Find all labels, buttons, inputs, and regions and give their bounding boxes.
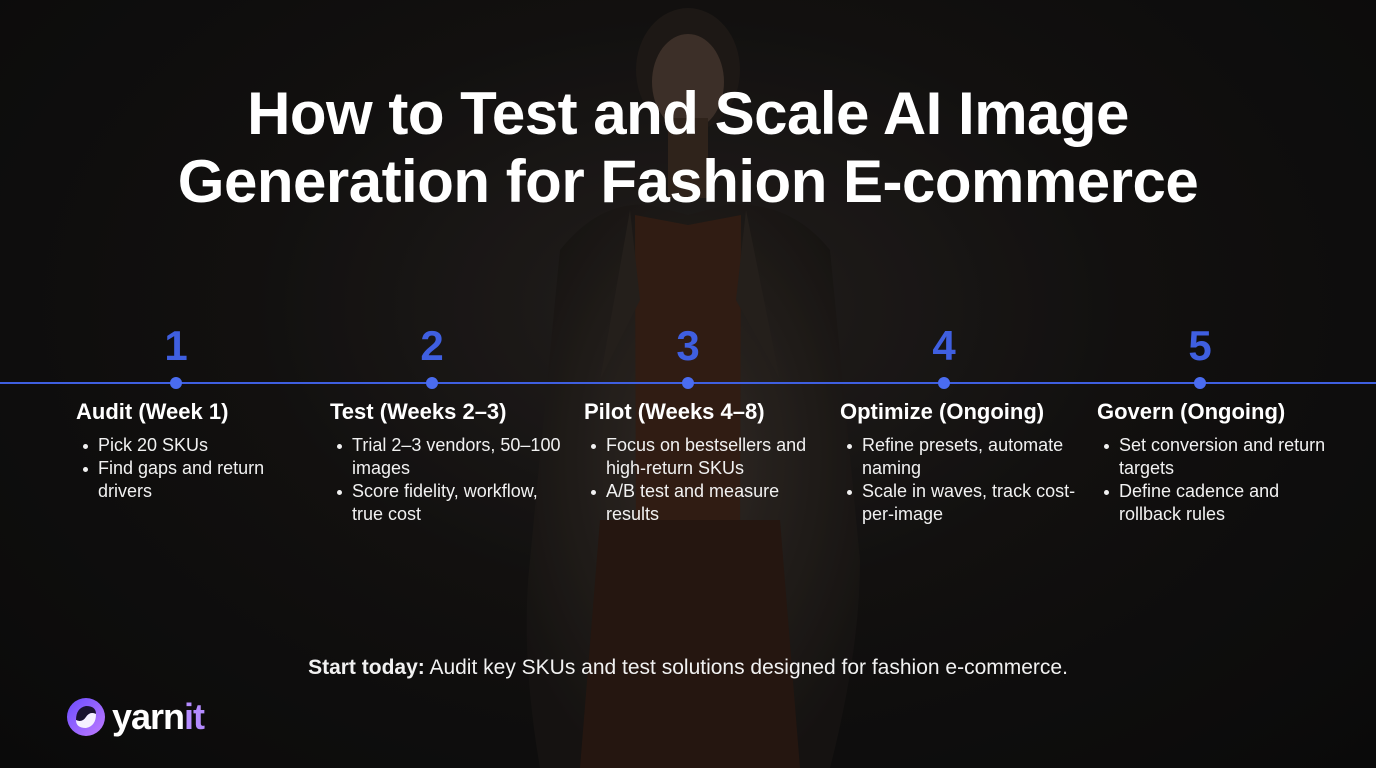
logo-text-main: yarn — [112, 696, 185, 737]
list-item: A/B test and measure results — [584, 480, 824, 526]
list-item: Trial 2–3 vendors, 50–100 images — [330, 434, 570, 480]
step-title: Test (Weeks 2–3) — [330, 399, 507, 424]
timeline-dot — [1194, 377, 1206, 389]
step-list: Pick 20 SKUs Find gaps and return driver… — [76, 434, 316, 503]
list-item: Score fidelity, workflow, true cost — [330, 480, 570, 526]
timeline-dot — [938, 377, 950, 389]
step-number: 2 — [420, 322, 444, 369]
call-to-action: Start today: Audit key SKUs and test sol… — [0, 654, 1376, 682]
page-title-line-1: How to Test and Scale AI Image — [247, 80, 1129, 147]
step-title: Audit (Week 1) — [76, 399, 229, 424]
brand-logo: yarnit — [66, 696, 205, 738]
list-item: Set conversion and return targets — [1097, 434, 1337, 480]
timeline-dot — [682, 377, 694, 389]
list-item: Find gaps and return drivers — [76, 457, 316, 503]
step-title: Pilot (Weeks 4–8) — [584, 399, 765, 424]
yarnit-swirl-icon — [67, 698, 105, 736]
list-item: Refine presets, automate naming — [840, 434, 1080, 480]
step-list: Refine presets, automate naming Scale in… — [840, 434, 1080, 526]
step-number: 1 — [164, 322, 188, 369]
step-title: Govern (Ongoing) — [1097, 399, 1286, 424]
list-item: Define cadence and rollback rules — [1097, 480, 1337, 526]
page-title: How to Test and Scale AI Image Generatio… — [0, 80, 1376, 216]
step-number: 3 — [676, 322, 700, 369]
logo-text-accent: it — [184, 696, 205, 737]
cta-text: Audit key SKUs and test solutions design… — [429, 656, 1068, 679]
cta-lead: Start today: — [308, 656, 425, 679]
timeline-dot — [426, 377, 438, 389]
step-title: Optimize (Ongoing) — [840, 399, 1045, 424]
page-title-line-2: Generation for Fashion E-commerce — [177, 148, 1199, 215]
step-number: 4 — [932, 322, 956, 369]
list-item: Scale in waves, track cost-per-image — [840, 480, 1080, 526]
step-number: 5 — [1188, 322, 1212, 369]
list-item: Focus on bestsellers and high-return SKU… — [584, 434, 824, 480]
timeline-dot — [170, 377, 182, 389]
list-item: Pick 20 SKUs — [76, 434, 316, 457]
step-list: Focus on bestsellers and high-return SKU… — [584, 434, 824, 526]
step-list: Trial 2–3 vendors, 50–100 images Score f… — [330, 434, 570, 526]
logo-text: yarnit — [112, 696, 205, 738]
step-list: Set conversion and return targets Define… — [1097, 434, 1337, 526]
